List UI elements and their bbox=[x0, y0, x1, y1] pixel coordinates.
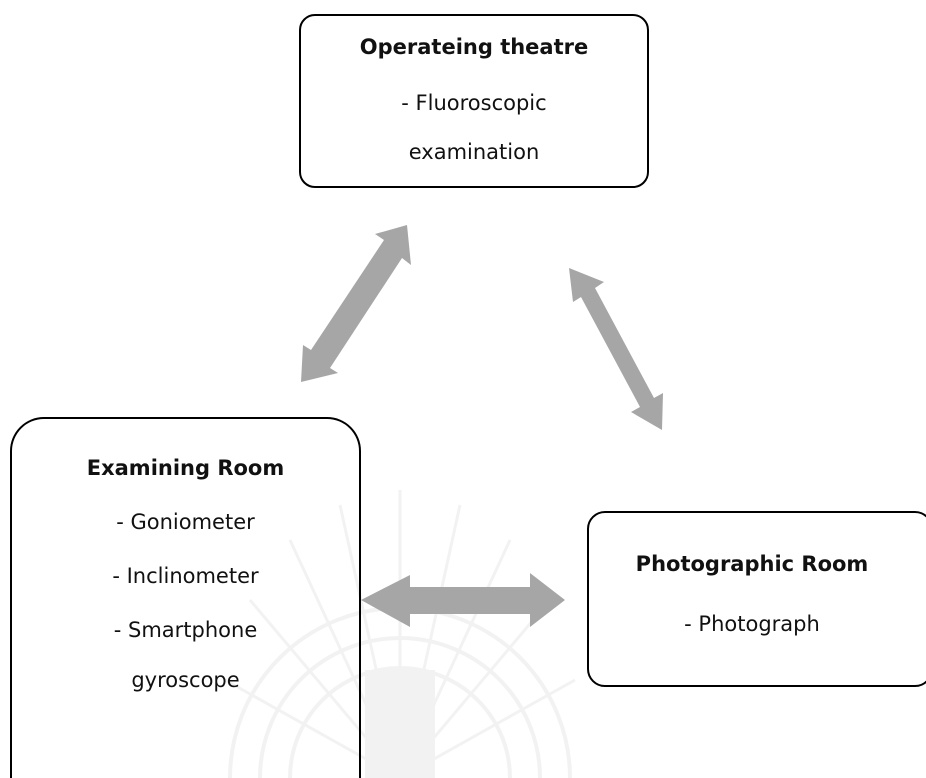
arrow-examining-photographic bbox=[361, 573, 565, 627]
gyroscope-item: gyroscope bbox=[131, 668, 240, 692]
goniometer-item: - Goniometer bbox=[116, 510, 255, 534]
operating-theatre-box: Operateing theatre - Fluoroscopic examin… bbox=[299, 14, 649, 188]
seal-watermark bbox=[224, 490, 576, 778]
photographic-room-box: Photographic Room - Photograph bbox=[587, 511, 926, 687]
arrow-theatre-examining bbox=[301, 225, 411, 382]
photograph-item: - Photograph bbox=[684, 612, 820, 636]
examining-room-box: Examining Room - Goniometer - Inclinomet… bbox=[10, 417, 361, 778]
operating-theatre-title: Operateing theatre bbox=[359, 35, 589, 59]
fluoroscopic-item: - Fluoroscopic bbox=[401, 91, 547, 115]
smartphone-item: - Smartphone bbox=[113, 618, 258, 642]
arrow-theatre-photographic bbox=[569, 268, 663, 430]
examining-room-title: Examining Room bbox=[86, 456, 285, 480]
inclinometer-item: - Inclinometer bbox=[112, 564, 259, 588]
examination-item: examination bbox=[408, 140, 540, 164]
photographic-room-title: Photographic Room bbox=[635, 552, 869, 576]
